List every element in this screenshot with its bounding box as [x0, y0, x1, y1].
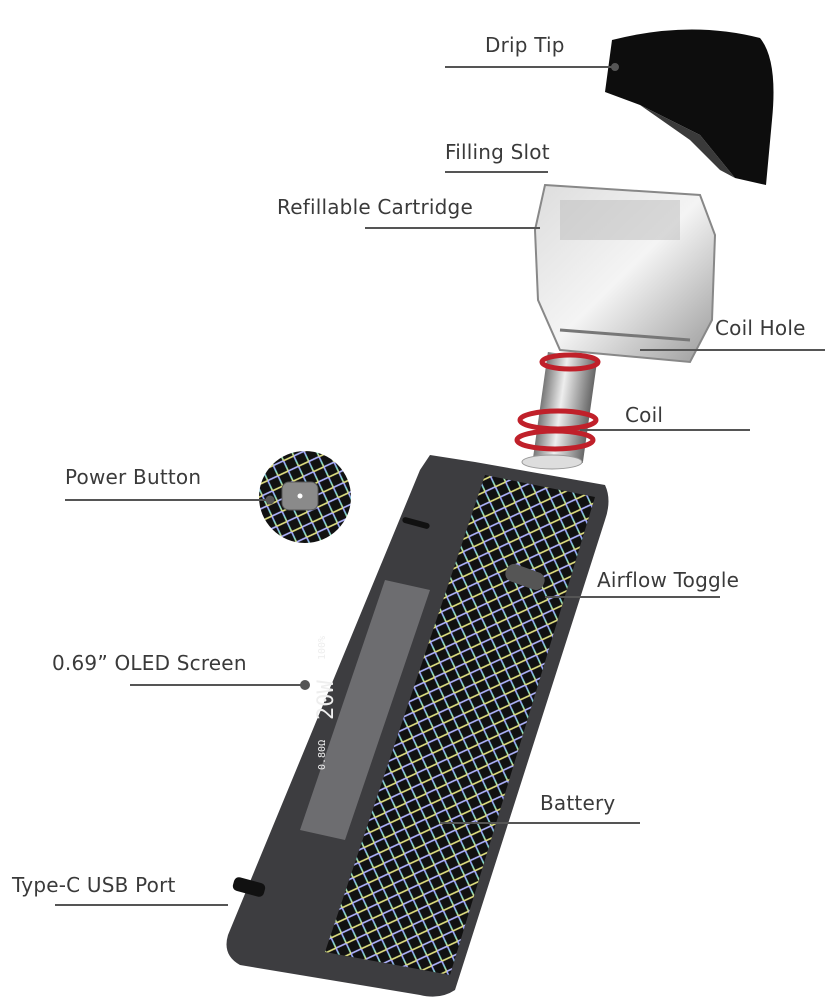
label-usb-port: Type-C USB Port — [12, 873, 176, 897]
label-airflow-toggle: Airflow Toggle — [597, 568, 740, 592]
label-filling-slot: Filling Slot — [445, 140, 550, 164]
label-battery: Battery — [540, 791, 616, 815]
battery-body — [226, 455, 609, 997]
airflow-toggle — [505, 563, 545, 591]
label-refillable-cartridge: Refillable Cartridge — [277, 195, 473, 219]
screen-resistance: 0.80Ω — [317, 740, 328, 770]
power-button-closeup — [259, 451, 351, 543]
screen-wattage: 20W — [314, 680, 339, 720]
screen-battery: 100% — [317, 636, 328, 660]
refillable-cartridge — [533, 183, 717, 364]
usb-port — [232, 877, 266, 897]
oled-screen: 0.80Ω 20W 100% — [314, 636, 339, 770]
label-power-button: Power Button — [65, 465, 202, 489]
leader-lines — [55, 63, 825, 906]
label-coil: Coil — [625, 403, 664, 427]
label-drip-tip: Drip Tip — [485, 33, 565, 57]
coil — [514, 352, 601, 470]
label-coil-hole: Coil Hole — [715, 316, 806, 340]
drip-tip — [605, 29, 774, 186]
label-oled-screen: 0.69” OLED Screen — [52, 651, 247, 675]
